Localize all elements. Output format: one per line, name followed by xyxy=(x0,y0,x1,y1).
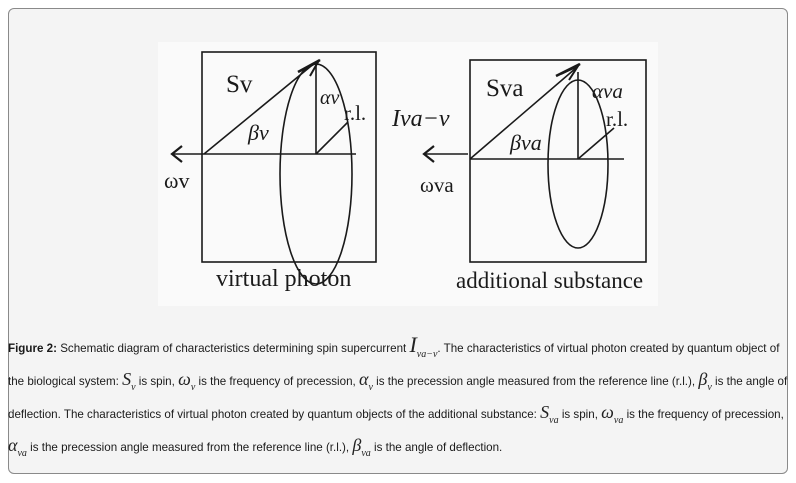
right-omega-label: ωva xyxy=(420,173,454,197)
right-deflection-line xyxy=(577,127,615,160)
left-omega-label: ωv xyxy=(164,168,189,193)
left-alpha-label: αv xyxy=(320,87,339,109)
caption-symbol-alpha-v: αv xyxy=(358,369,373,393)
caption-text-2: . The characteristics of virtual photon … xyxy=(8,342,780,388)
caption-text-7: is spin, xyxy=(561,408,598,421)
right-spin-label: Sva xyxy=(486,75,524,102)
caption-text-9: is the precession angle measured from th… xyxy=(30,441,350,454)
right-caption: additional substance xyxy=(456,268,643,293)
caption-text-3: is spin, xyxy=(138,375,175,388)
caption-symbol-S-va: Sva xyxy=(540,402,559,426)
caption-symbol-S-v: Sv xyxy=(122,369,136,393)
caption-symbol-beta-va: βva xyxy=(352,435,371,459)
figure-caption: Figure 2: Schematic diagram of character… xyxy=(8,330,790,463)
caption-text-6: is the angle of deflection. The characte… xyxy=(8,375,788,421)
right-frame xyxy=(469,59,647,263)
left-panel xyxy=(170,51,377,285)
right-beta-label: βva xyxy=(509,130,542,155)
left-beta-label: βv xyxy=(247,120,269,145)
caption-symbol-omega-v: ωv xyxy=(178,369,196,393)
caption-text-4: is the frequency of precession, xyxy=(198,375,356,388)
left-rl-label: r.l. xyxy=(344,101,366,125)
left-spin-vector xyxy=(203,61,317,155)
caption-symbol-omega-va: ωva xyxy=(601,402,624,426)
left-frame xyxy=(201,51,377,263)
caption-symbol-alpha-va: αva xyxy=(8,435,27,459)
caption-symbol-beta-v: βv xyxy=(698,369,712,393)
right-panel xyxy=(469,59,647,263)
caption-lead: Figure 2: xyxy=(8,342,57,355)
caption-symbol-I: Iva−v xyxy=(409,332,438,360)
caption-text-10: is the angle of deflection. xyxy=(374,441,503,454)
current-label: Iva−v xyxy=(391,106,450,132)
right-rl-label: r.l. xyxy=(606,107,628,131)
spin-diagram: Sv αv r.l. βv ωv virtual photon Iva−v Sv… xyxy=(158,42,658,306)
left-axis-arrow xyxy=(170,145,183,163)
caption-text-5: is the precession angle measured from th… xyxy=(376,375,696,388)
caption-text-8: is the frequency of precession, xyxy=(626,408,784,421)
left-caption: virtual photon xyxy=(216,266,351,292)
right-alpha-label: αva xyxy=(592,79,623,103)
left-precession-arrow-tip xyxy=(297,58,321,74)
right-spin-vector xyxy=(469,67,577,160)
caption-text-1: Schematic diagram of characteristics det… xyxy=(60,342,407,355)
left-deflection-line xyxy=(315,121,349,155)
left-spin-label: Sv xyxy=(226,71,253,98)
right-precession-arrow-tip xyxy=(555,62,581,78)
current-arrow-head xyxy=(422,145,435,163)
